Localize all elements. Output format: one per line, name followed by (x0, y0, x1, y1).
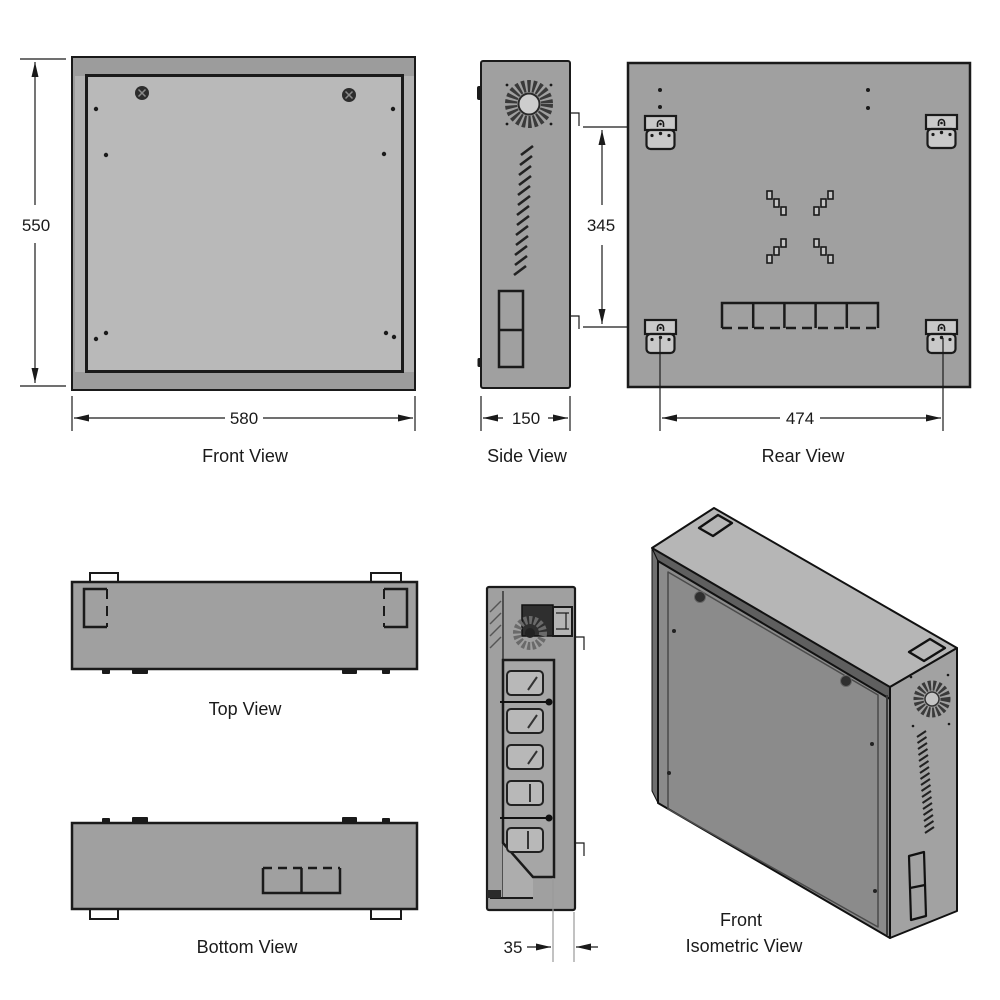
front-view-label: Front View (202, 446, 289, 466)
cable-knockout-row (720, 301, 880, 330)
screw-icon (342, 88, 356, 102)
dim-height-550: 550 (20, 58, 66, 387)
view-section: 35 (485, 585, 598, 962)
top-view-label: Top View (209, 699, 283, 719)
mount-bracket-top-left (643, 114, 678, 151)
door-hatch (489, 600, 502, 649)
rear-view-label: Rear View (762, 446, 846, 466)
top-knockout-left (82, 587, 108, 629)
iso-door-frame (667, 571, 879, 928)
bottom-foot (89, 908, 119, 920)
section-fan-icon (513, 604, 554, 650)
dim-mount-spacing-345: 345 (583, 126, 658, 328)
dim-depth-150: 150 (480, 396, 571, 431)
mount-bracket-top-right (924, 113, 959, 150)
view-isometric: Front Isometric View (651, 507, 958, 956)
mount-bracket-bottom-right (924, 318, 959, 355)
dim-150-value: 150 (512, 409, 540, 428)
top-edge-tabs (102, 668, 390, 674)
top-body (70, 580, 419, 671)
side-knockout (497, 289, 525, 369)
iso-right-face (889, 647, 958, 939)
rear-hook-bottom (570, 315, 580, 329)
rear-top-holes (658, 88, 870, 110)
side-hinge-tab (477, 358, 482, 367)
dim-mount-width-474: 474 (659, 338, 944, 431)
section-module-marks (527, 676, 538, 849)
fan-icon (505, 80, 553, 128)
front-door-panel (85, 74, 404, 373)
section-hook-bottom (575, 842, 585, 856)
dim-345-value: 345 (587, 216, 615, 235)
side-view-label: Side View (487, 446, 568, 466)
front-right-flange (403, 76, 414, 372)
iso-side-knockout (907, 850, 928, 922)
view-top: Top View (70, 572, 419, 719)
iso-vent-slats-icon (916, 730, 935, 834)
front-panel-holes (93, 106, 397, 342)
view-front: 550 580 Front View (20, 56, 416, 466)
side-body (480, 60, 571, 389)
rear-body (626, 61, 972, 389)
rear-hook-top (570, 112, 580, 126)
vent-x-pattern (766, 190, 834, 264)
dim-width-580: 580 (71, 396, 416, 431)
iso-top-slot-front (907, 637, 947, 663)
top-knockout-right (383, 587, 409, 629)
bottom-view-label: Bottom View (197, 937, 299, 957)
section-lower-cavity (503, 843, 533, 898)
section-modules (506, 670, 544, 853)
section-bottom-notch (487, 890, 501, 898)
front-left-flange (75, 76, 86, 372)
bottom-foot (370, 908, 402, 920)
view-bottom: Bottom View (70, 817, 419, 957)
dim-580-value: 580 (230, 409, 258, 428)
isometric-view-label-line2: Isometric View (686, 936, 804, 956)
screw-icon (135, 86, 149, 100)
isometric-view-label-line1: Front (720, 910, 762, 930)
dim-550-value: 550 (22, 216, 50, 235)
dim-35-value: 35 (504, 938, 523, 957)
vent-slats-icon (513, 144, 534, 277)
view-side: 150 Side View (477, 60, 580, 466)
dim-474-value: 474 (786, 409, 814, 428)
iso-fan-icon (909, 673, 951, 728)
section-bracket (552, 606, 573, 637)
bottom-cable-knockouts (261, 866, 342, 895)
section-hook-top (575, 636, 585, 650)
iso-screws (667, 591, 877, 893)
side-hinge-tab (477, 86, 482, 100)
bottom-body (70, 821, 419, 911)
view-rear: 474 Rear View (626, 61, 972, 466)
dim-door-35: 35 (504, 878, 598, 962)
iso-top-slot-rear (697, 513, 734, 538)
section-rods (500, 698, 553, 822)
